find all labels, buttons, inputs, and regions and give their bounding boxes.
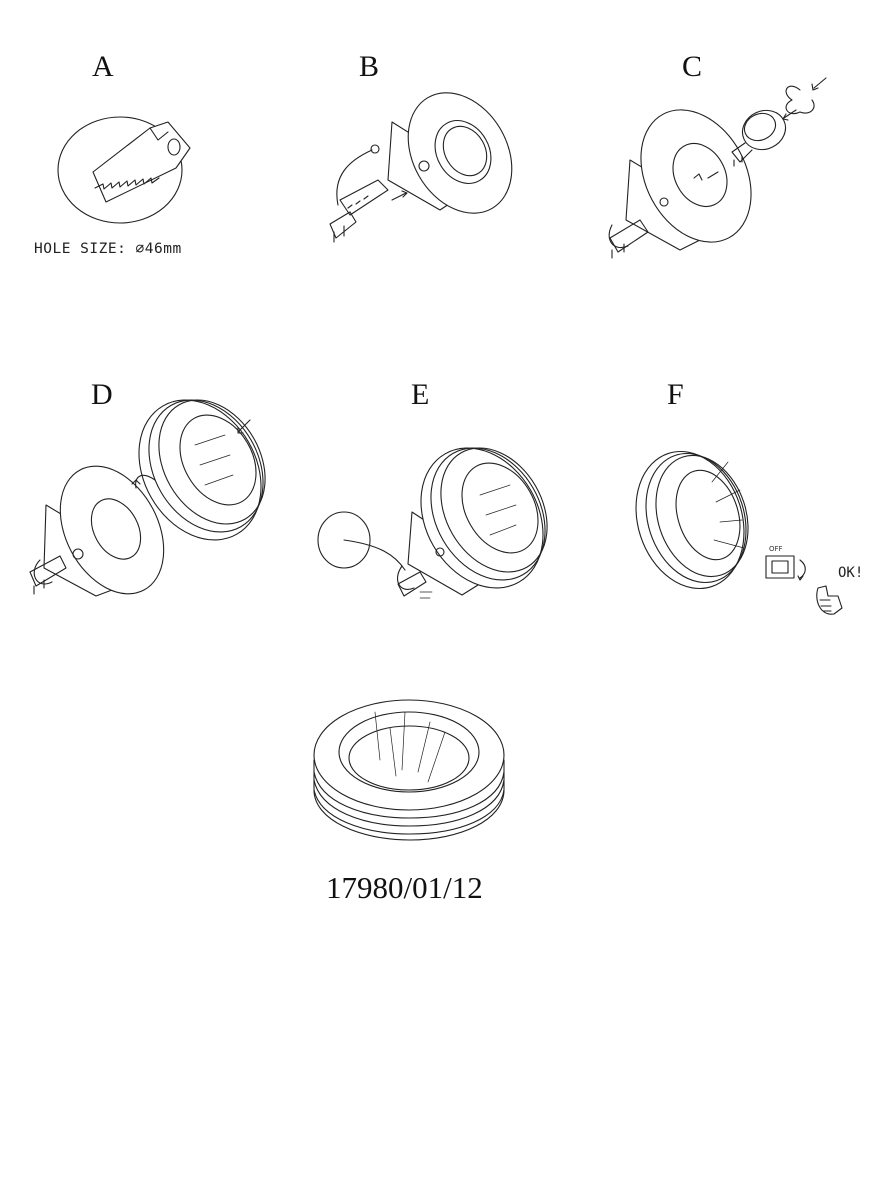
switch-off-label: OFF <box>769 545 783 553</box>
housing-wiring-icon <box>329 92 513 243</box>
panel-c-label: C <box>682 50 703 83</box>
bulb-clip-icon <box>608 77 827 259</box>
panel-d-label: D <box>91 378 113 411</box>
wall-mount-icon <box>317 447 548 599</box>
hole-saw-icon <box>57 116 191 224</box>
panel-f-label: F <box>667 378 684 411</box>
finished-downlight-icon <box>313 699 505 841</box>
hole-size-caption: HOLE SIZE: ∅46mm <box>34 241 182 257</box>
panel-a-label: A <box>92 50 114 83</box>
model-number: 17980/01/12 <box>326 870 483 905</box>
panel-e-label: E <box>411 378 430 411</box>
ok-text: OK! <box>838 565 864 581</box>
switch-ok-icon <box>635 450 843 615</box>
ring-twist-icon <box>29 399 266 597</box>
panel-b-label: B <box>359 50 380 83</box>
